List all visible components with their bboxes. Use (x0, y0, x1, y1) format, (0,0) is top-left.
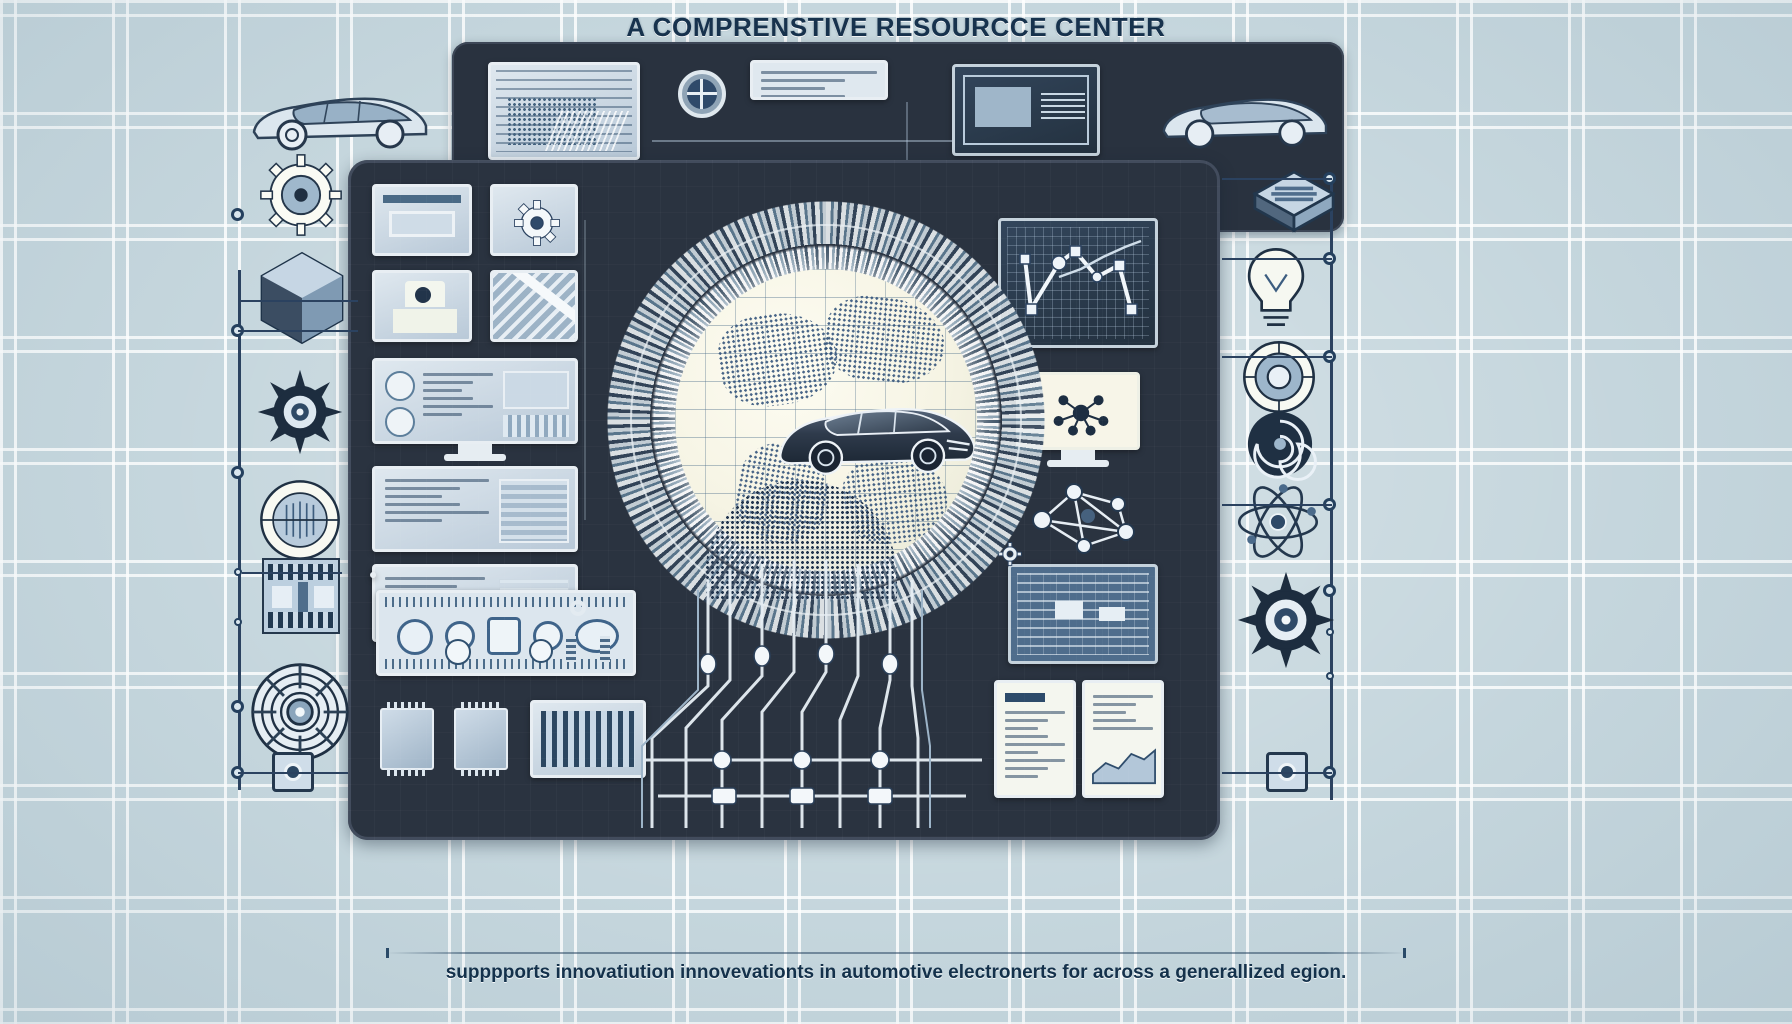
rail-connector (1222, 504, 1332, 506)
rail-connector (1222, 772, 1332, 774)
turbine-rotor-icon (248, 660, 352, 764)
document-window-screen (372, 184, 472, 256)
rail-node (234, 618, 242, 626)
table-lines (385, 479, 489, 541)
car-outline-icon (1162, 98, 1328, 149)
page-title: A COMPRENSTIVE RESOURCCE CENTER (626, 12, 1166, 42)
futuristic-car-icon (779, 408, 976, 475)
gauge-strip-panel (376, 590, 636, 676)
atom-icon (1237, 484, 1319, 558)
rail-node (234, 568, 242, 576)
instrument-gauge-strip (370, 572, 376, 578)
resistor-icon (566, 636, 576, 662)
rail-connector (1222, 356, 1332, 358)
diagonal-stripes-screen (490, 270, 578, 342)
rail-node (231, 208, 244, 221)
rail-connector (242, 572, 342, 574)
gear-burst-icon (1237, 571, 1335, 669)
rail-connector (238, 772, 348, 774)
compass-dial-icon (678, 70, 726, 118)
printer-device-screen (372, 270, 472, 342)
logic-diagram-icon (262, 558, 340, 634)
rail-connector (238, 300, 358, 302)
table-report-monitor (372, 466, 578, 552)
rail-node (231, 700, 244, 713)
mini-area-chart (1092, 748, 1156, 785)
cog-wheel-icon (260, 154, 342, 236)
report-chart-screen (1082, 680, 1164, 798)
sheet-lines (761, 71, 877, 97)
circular-dial-icon (260, 480, 340, 560)
profile-lines (423, 373, 493, 433)
report-document-screen (994, 680, 1076, 798)
right-rail-line (1330, 180, 1333, 800)
gear-settings-screen (490, 184, 578, 256)
turbine-rotor-icon-main (248, 542, 352, 646)
rail-node (1326, 672, 1334, 680)
rail-node (1323, 584, 1336, 597)
rail-connector (1222, 178, 1332, 180)
integrated-circuit-chip (380, 702, 434, 776)
hexagon-cube-icon (260, 251, 344, 345)
gear-icon (514, 200, 560, 246)
circuit-trace-screen (1008, 564, 1158, 664)
lens-aperture-icon (1243, 341, 1315, 413)
page-caption: supppports innovatiution innovevationts … (445, 962, 1347, 983)
circuit-trace-diagram (641, 560, 982, 828)
schematic-monitor (488, 62, 640, 160)
rail-connector (1222, 258, 1332, 260)
monitor-foot (444, 454, 506, 461)
rail-connector (238, 330, 358, 332)
profile-data-monitor (372, 358, 578, 444)
report-lines (1005, 711, 1065, 787)
monitor-stand (458, 444, 492, 454)
lightbulb-icon (1247, 248, 1305, 326)
spiral-coil-icon (1247, 411, 1317, 481)
chip-array-panel (530, 700, 646, 778)
car-outline-icon (252, 97, 428, 151)
small-gear-icon (570, 600, 586, 616)
caption-divider (386, 948, 1406, 958)
sunburst-gear-icon (257, 369, 343, 455)
pcb-layout-screen (952, 64, 1100, 156)
rail-node (231, 466, 244, 479)
report-chart-lines (1093, 695, 1153, 787)
rail-node (1326, 628, 1334, 636)
left-rail-line (238, 270, 241, 790)
chip-stack-icon (1252, 170, 1336, 233)
resistor-icon (600, 636, 610, 662)
data-sheet-panel (750, 60, 888, 100)
integrated-circuit-chip (454, 702, 508, 776)
